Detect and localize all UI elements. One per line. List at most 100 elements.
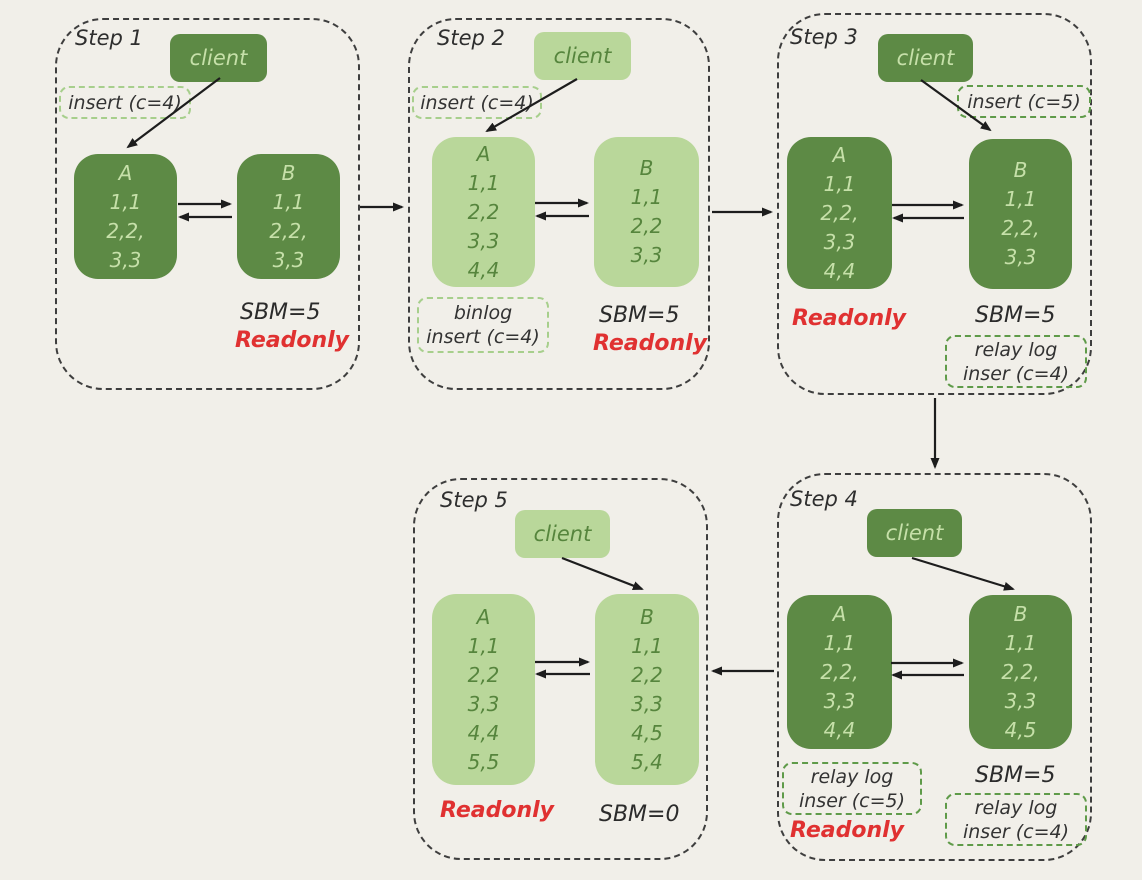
step-5-group: Step 5 client A 1,1 2,2 3,3 4,4 5,5 B 1,… <box>413 478 708 860</box>
step-2-binlog-tag: binlog insert (c=4) <box>417 297 549 353</box>
node-b-row: 2,2, <box>269 218 308 243</box>
step-5-node-a: A 1,1 2,2 3,3 4,4 5,5 <box>432 594 535 785</box>
node-a-row: 2,2, <box>106 218 145 243</box>
step-2-node-a: A 1,1 2,2 3,3 4,4 <box>432 137 535 287</box>
node-a-title: A <box>476 604 491 629</box>
node-b-title: B <box>281 160 296 185</box>
node-a-row: 2,2, <box>820 659 859 684</box>
node-a-row: 2,2 <box>467 662 500 687</box>
node-a-title: A <box>832 601 847 626</box>
node-b-title: B <box>639 156 654 180</box>
step-3-relay-log-tag: relay log inser (c=4) <box>945 335 1087 388</box>
relay-tag-line1: relay log <box>810 765 894 788</box>
node-a-row: 4,4 <box>467 257 500 282</box>
step-1-insert-tag: insert (c=4) <box>59 86 191 119</box>
step-2-readonly-label: Readonly <box>593 331 708 356</box>
node-b-row: 1,1 <box>630 185 663 209</box>
node-b-row: 2,2, <box>1001 216 1040 240</box>
step-1-insert-text: insert (c=4) <box>68 91 182 114</box>
node-b-row: 1,1 <box>1004 630 1037 655</box>
node-b-row: 1,1 <box>1004 187 1037 211</box>
relay-tag-line2: inser (c=5) <box>798 789 906 812</box>
step-2-sbm-label: SBM=5 <box>599 303 680 328</box>
step-1-sbm-label: SBM=5 <box>240 300 321 325</box>
node-a-row: 3,3 <box>467 691 500 716</box>
step-4-title: Step 4 <box>790 487 858 511</box>
node-a-row: 1,1 <box>467 170 500 195</box>
relay-tag-line1: relay log <box>974 796 1058 819</box>
node-b-row: 4,5 <box>631 720 663 745</box>
node-a-title: A <box>476 141 491 166</box>
step-5-readonly-label: Readonly <box>440 798 555 823</box>
node-a-row: 3,3 <box>823 229 856 254</box>
binlog-tag-line1: binlog <box>453 302 513 324</box>
step-3-node-a: A 1,1 2,2, 3,3 4,4 <box>787 137 892 289</box>
node-a-row: 2,2 <box>467 199 500 224</box>
step-3-insert-text: insert (c=5) <box>967 90 1081 113</box>
node-b-row: 1,1 <box>272 189 305 214</box>
node-a-row: 3,3 <box>823 688 856 713</box>
step-1-group: Step 1 client insert (c=4) A 1,1 2,2, 3,… <box>55 18 360 390</box>
step-3-client-node: client <box>878 34 973 82</box>
step-5-client-node: client <box>515 510 610 558</box>
step-4-relay-log-tag-b: relay log inser (c=4) <box>945 793 1087 846</box>
step-3-title: Step 3 <box>790 25 858 49</box>
node-b-row: 3,3 <box>1004 688 1037 713</box>
step-4-sbm-label: SBM=5 <box>975 763 1056 788</box>
node-b-row: 2,2 <box>630 214 663 238</box>
step-4-relay-log-tag-a: relay log inser (c=5) <box>782 762 922 815</box>
step-3-node-b: B 1,1 2,2, 3,3 <box>969 139 1072 289</box>
step-4-node-b: B 1,1 2,2, 3,3 4,5 <box>969 595 1072 749</box>
relay-tag-line2: inser (c=4) <box>962 820 1070 843</box>
step-4-readonly-label: Readonly <box>790 818 905 843</box>
relay-tag-line2: inser (c=4) <box>962 362 1070 385</box>
step-1-node-b: B 1,1 2,2, 3,3 <box>237 154 340 279</box>
node-a-row: 1,1 <box>109 189 142 214</box>
node-b-row: 3,3 <box>630 243 663 267</box>
step-5-sbm-label: SBM=0 <box>599 802 680 827</box>
node-b-title: B <box>1013 158 1028 182</box>
step-2-node-b: B 1,1 2,2 3,3 <box>594 137 699 287</box>
binlog-tag-line2: insert (c=4) <box>426 326 540 348</box>
relay-tag-line1: relay log <box>974 338 1058 361</box>
step-2-title: Step 2 <box>437 26 505 50</box>
node-b-row: 3,3 <box>272 247 305 272</box>
node-a-row: 3,3 <box>467 228 500 253</box>
node-a-row: 2,2, <box>820 200 859 225</box>
node-a-row: 4,4 <box>823 717 856 742</box>
node-a-row: 5,5 <box>467 749 500 774</box>
node-b-row: 4,5 <box>1004 717 1037 742</box>
node-b-title: B <box>640 604 654 629</box>
step-2-client-node: client <box>534 32 631 80</box>
node-a-row: 4,4 <box>823 258 856 283</box>
node-b-row: 5,4 <box>631 749 663 774</box>
step-2-insert-tag: insert (c=4) <box>412 86 542 119</box>
step-1-client-node: client <box>170 34 267 82</box>
step-2-insert-text: insert (c=4) <box>420 91 534 114</box>
step-3-insert-tag: insert (c=5) <box>957 85 1091 118</box>
step-5-title: Step 5 <box>440 488 508 512</box>
node-b-row: 1,1 <box>631 633 663 658</box>
node-b-title: B <box>1013 601 1028 626</box>
node-b-row: 3,3 <box>1004 245 1037 269</box>
step-3-readonly-label: Readonly <box>792 306 907 331</box>
step-4-client-node: client <box>867 509 962 557</box>
node-a-row: 1,1 <box>823 171 856 196</box>
step-1-title: Step 1 <box>75 26 143 50</box>
step-4-group: Step 4 client A 1,1 2,2, 3,3 4,4 B 1,1 2… <box>777 473 1092 861</box>
node-a-row: 3,3 <box>109 247 142 272</box>
node-a-row: 1,1 <box>823 630 856 655</box>
step-3-sbm-label: SBM=5 <box>975 303 1056 328</box>
step-1-node-a: A 1,1 2,2, 3,3 <box>74 154 177 279</box>
step-2-group: Step 2 client insert (c=4) A 1,1 2,2 3,3… <box>408 18 710 390</box>
node-a-title: A <box>832 142 847 167</box>
node-a-title: A <box>118 160 133 185</box>
node-a-row: 4,4 <box>467 720 500 745</box>
node-b-row: 3,3 <box>631 691 663 716</box>
node-a-row: 1,1 <box>467 633 500 658</box>
step-1-readonly-label: Readonly <box>235 328 350 353</box>
step-4-node-a: A 1,1 2,2, 3,3 4,4 <box>787 595 892 749</box>
node-b-row: 2,2, <box>1001 659 1040 684</box>
node-b-row: 2,2 <box>631 662 663 687</box>
